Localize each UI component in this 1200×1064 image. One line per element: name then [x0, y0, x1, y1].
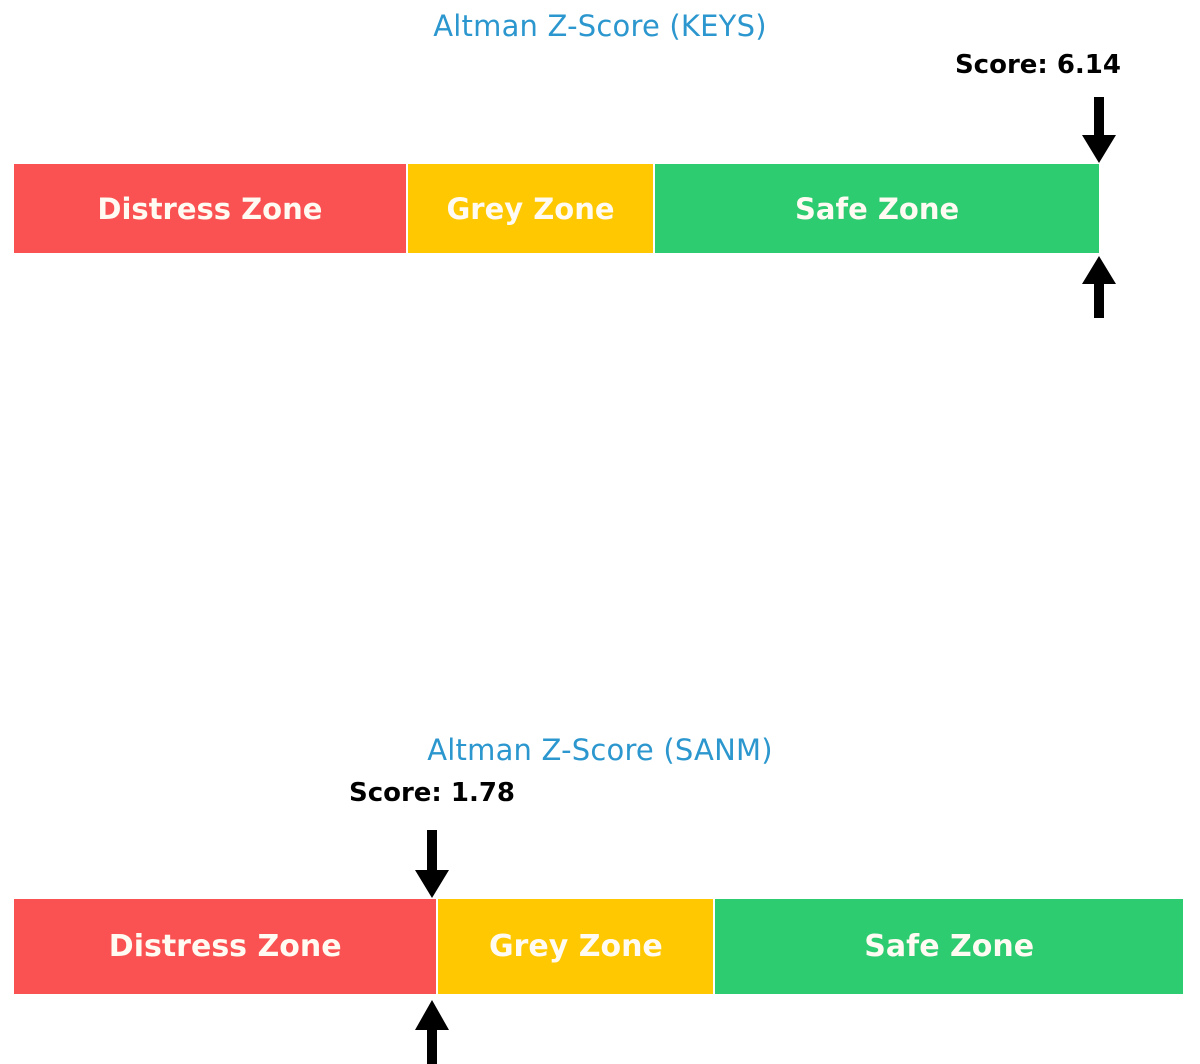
zone-distress-keys: Distress Zone — [14, 164, 408, 253]
score-label-keys: Score: 6.14 — [954, 50, 1121, 80]
zone-safe-keys: Safe Zone — [655, 164, 1099, 253]
arrow-up-icon — [415, 1000, 449, 1064]
zone-label-grey: Grey Zone — [446, 191, 615, 226]
score-marker-top-sanm — [412, 830, 452, 898]
zone-safe-sanm: Safe Zone — [715, 899, 1183, 994]
zone-label-safe: Safe Zone — [795, 191, 960, 226]
zscore-gauge-keys: Altman Z-Score (KEYS) Score: 6.14 Distre… — [0, 0, 1200, 350]
zone-grey-sanm: Grey Zone — [438, 899, 716, 994]
zscore-bar-sanm: Distress Zone Grey Zone Safe Zone — [14, 899, 1183, 994]
zone-label-grey: Grey Zone — [488, 929, 663, 964]
zone-label-distress: Distress Zone — [108, 929, 342, 964]
chart-title-keys: Altman Z-Score (KEYS) — [433, 9, 767, 43]
zone-label-distress: Distress Zone — [97, 191, 323, 226]
score-marker-top-keys — [1079, 97, 1119, 163]
zone-grey-keys: Grey Zone — [407, 164, 656, 253]
zone-distress-sanm: Distress Zone — [14, 899, 439, 994]
arrow-down-icon — [415, 830, 449, 898]
chart-title-sanm: Altman Z-Score (SANM) — [427, 733, 773, 767]
zone-label-safe: Safe Zone — [864, 929, 1035, 964]
arrow-down-icon — [1082, 97, 1116, 163]
score-marker-bottom-keys — [1079, 256, 1119, 318]
zscore-gauge-sanm: Altman Z-Score (SANM) Score: 1.78 Distre… — [0, 362, 1200, 1064]
score-marker-bottom-sanm — [412, 1000, 452, 1064]
zscore-bar-keys: Distress Zone Grey Zone Safe Zone — [14, 164, 1099, 253]
score-label-sanm: Score: 1.78 — [348, 778, 516, 808]
arrow-up-icon — [1082, 256, 1116, 318]
